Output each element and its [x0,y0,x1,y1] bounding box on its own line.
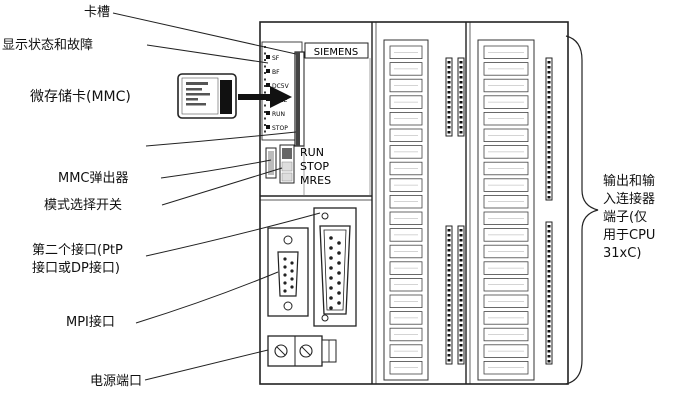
power-port [267,335,337,367]
mode-label: MRES [300,174,331,187]
status-led [266,55,270,59]
label-status-fault: 显示状态和故障 [2,38,94,53]
label-mode-switch: 模式选择开关 [44,198,123,213]
second-interface-connector [313,207,357,327]
status-led-label: DC5V [272,83,290,90]
label-second-interface-line2: 接口或DP接口) [32,261,120,276]
io-terminal-block-1 [383,39,429,381]
status-led-label: SF [272,55,280,62]
label-card-slot: 卡槽 [84,5,111,20]
label-io-line5: 31xC) [603,246,642,261]
leader-lines [112,12,321,381]
label-power: 电源端口 [90,374,143,389]
status-led-label: STOP [272,125,288,132]
label-io-line2: 入连接器 [603,192,656,207]
label-io-line4: 用于CPU [603,228,656,243]
label-mmc: 微存储卡(MMC) [30,89,131,105]
brand-logo-text: SIEMENS [314,47,358,58]
io-led-strip [545,221,553,365]
status-led-label: RUN [272,111,285,118]
mmc-card-illustration [177,73,237,119]
insert-arrow [238,86,292,108]
label-second-interface-line1: 第二个接口(PtP [32,243,123,258]
label-io-line3: 端子(仅 [603,210,648,225]
brand-box [304,42,369,59]
io-terminal-block-2 [477,39,535,381]
label-mpi: MPI接口 [66,315,115,330]
status-led [266,69,270,73]
io-led-strip [545,57,553,201]
status-led [266,83,270,87]
io-brace [565,35,599,385]
mode-label: STOP [300,160,329,173]
status-led [266,125,270,129]
mode-label: RUN [300,146,324,159]
label-mmc-ejector: MMC弹出器 [58,171,129,186]
status-led-label: BF [272,69,280,76]
mpi-connector [267,227,309,317]
label-io-line1: 输出和输 [603,174,656,189]
status-led [266,111,270,115]
